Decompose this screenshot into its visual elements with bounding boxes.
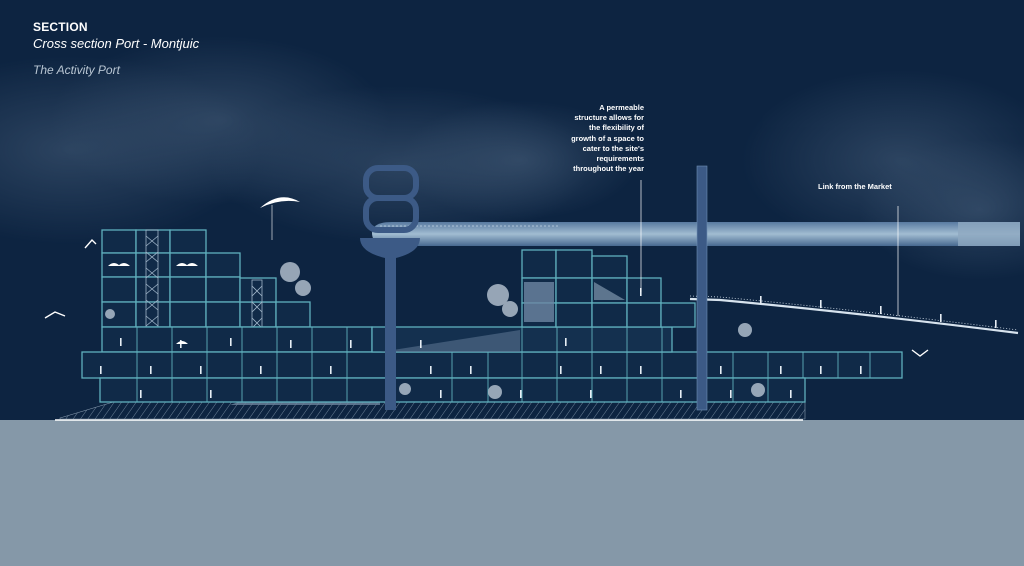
section-subtitle: Cross section Port - Montjuic xyxy=(33,36,200,51)
birds xyxy=(44,238,929,357)
annotation-market-link: Link from the Market xyxy=(818,182,892,191)
elevated-walkway xyxy=(689,297,1019,335)
vertical-mast xyxy=(697,166,707,410)
main-building-divisions xyxy=(136,327,871,402)
annotation-permeable-structure: A permeable structure allows for the fle… xyxy=(571,103,644,174)
middle-tower xyxy=(521,249,696,328)
people-figures xyxy=(100,288,997,398)
pylon-stem xyxy=(360,238,420,410)
roof-slope xyxy=(380,330,520,352)
sloped-panel xyxy=(594,282,625,300)
pylon-structure xyxy=(363,165,419,233)
left-tower xyxy=(101,229,311,328)
water xyxy=(0,420,1024,566)
title-block: SECTION Cross section Port - Montjuic Th… xyxy=(33,20,199,77)
paraglider xyxy=(260,197,300,208)
glazed-panel xyxy=(524,282,554,322)
market-link-tube xyxy=(372,222,1020,246)
section-caption: The Activity Port xyxy=(33,63,120,77)
section-title: SECTION xyxy=(33,20,88,34)
umbrellas xyxy=(108,263,198,344)
trees xyxy=(105,262,765,399)
